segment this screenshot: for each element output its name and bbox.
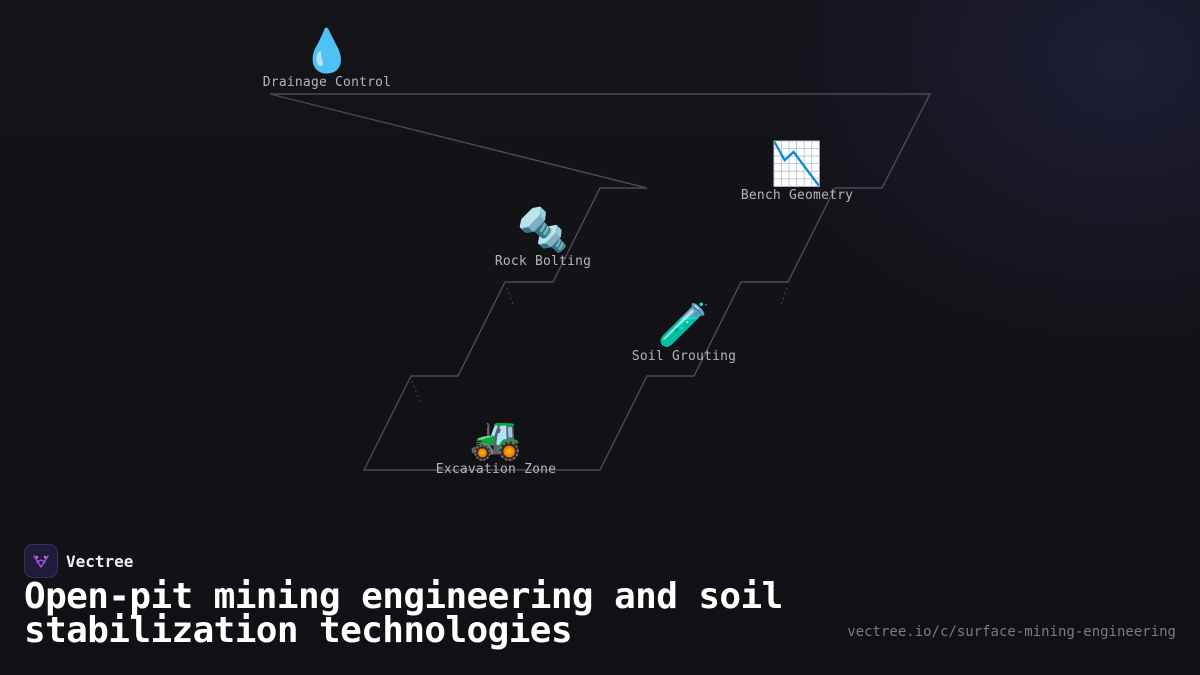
water-drop-icon: 💧 (300, 26, 354, 75)
node-excavation-zone: 🚜 Excavation Zone (435, 413, 557, 478)
brand: Vectree (24, 544, 133, 578)
test-tube-icon: 🧪 (657, 300, 711, 349)
node-soil-grouting: 🧪 Soil Grouting (631, 300, 737, 365)
pit-bench-outline (269, 93, 932, 471)
source-url: vectree.io/c/surface-mining-engineering (847, 624, 1176, 640)
node-label: Rock Bolting (494, 254, 592, 269)
nut-and-bolt-icon: 🔩 (516, 205, 570, 254)
chart-decreasing-icon: 📉 (770, 139, 824, 188)
page-title: Open-pit mining engineering and soil sta… (24, 576, 783, 651)
leader-tick (779, 287, 788, 308)
node-bench-geometry: 📉 Bench Geometry (740, 139, 854, 204)
leader-tick (411, 380, 421, 403)
leader-tick (506, 287, 515, 308)
node-label: Bench Geometry (740, 188, 854, 203)
brand-name: Vectree (66, 551, 134, 571)
node-label: Excavation Zone (435, 462, 557, 477)
node-rock-bolting: 🔩 Rock Bolting (494, 205, 592, 270)
node-label: Drainage Control (262, 75, 392, 90)
tractor-icon: 🚜 (469, 413, 523, 462)
vectree-logo-icon (24, 544, 58, 578)
node-drainage-control: 💧 Drainage Control (262, 26, 392, 91)
node-label: Soil Grouting (631, 349, 737, 364)
